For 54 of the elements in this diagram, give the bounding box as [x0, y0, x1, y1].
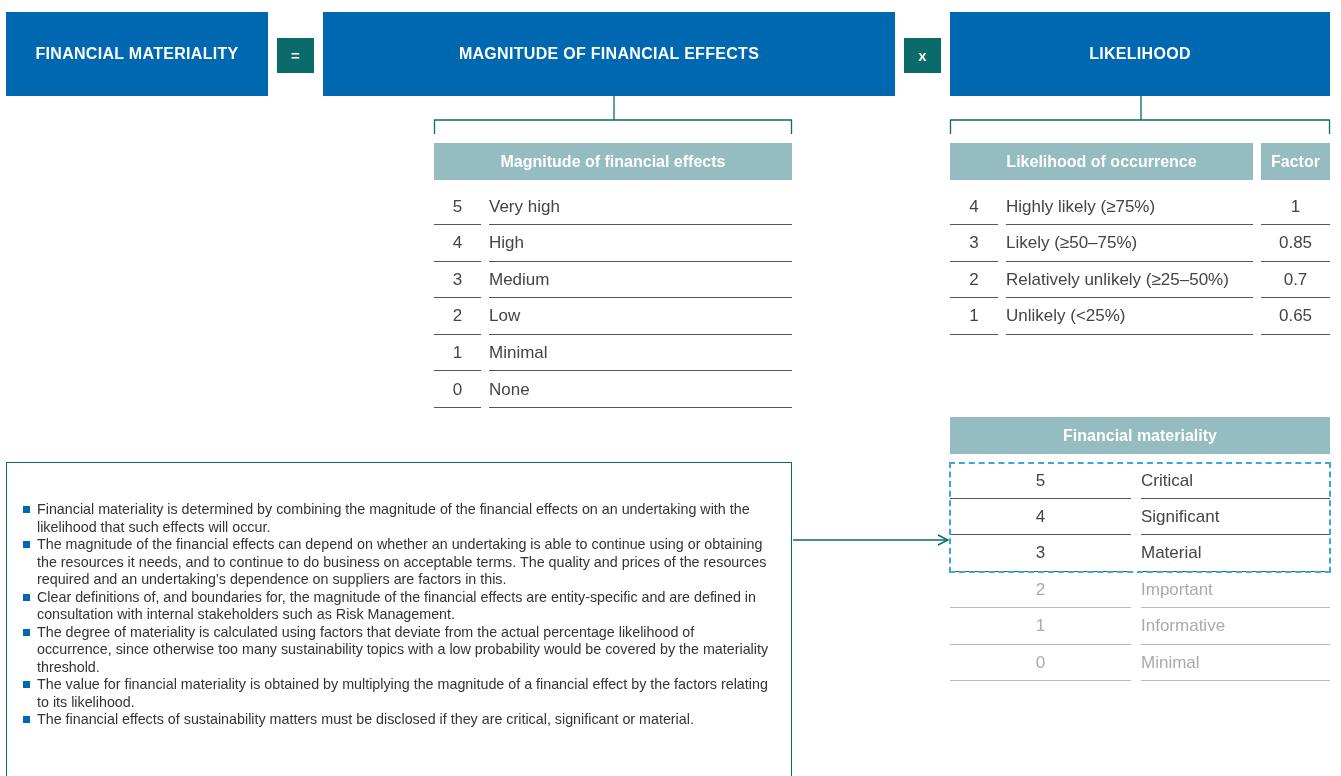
factor-value: 1: [1261, 189, 1330, 225]
row-number: 0: [434, 372, 481, 408]
bullet-point: Financial materiality is determined by combining the magnitude of the financial effects on an undertaking with the likelihood that such effects will occur.: [23, 501, 771, 536]
title-box: LIKELIHOOD: [950, 12, 1330, 96]
operator-box: x: [904, 38, 941, 73]
row-label: None: [489, 372, 792, 408]
row-label: Highly likely (≥75%): [1006, 189, 1253, 225]
row-number: 0: [950, 645, 1131, 681]
row-label: Informative: [1141, 608, 1330, 645]
row-label: Critical: [1141, 463, 1330, 499]
table-header: Likelihood of occurrence: [950, 143, 1253, 180]
row-number: 4: [950, 499, 1131, 536]
arrow: [792, 534, 949, 546]
row-number: 4: [950, 189, 998, 225]
operator-box: =: [277, 38, 314, 73]
row-number: 5: [434, 189, 481, 225]
factor-value: 0.65: [1261, 298, 1330, 335]
text-panel: [6, 462, 792, 776]
row-label: Unlikely (<25%): [1006, 298, 1253, 335]
table-header: Financial materiality: [950, 417, 1330, 454]
row-number: 2: [950, 262, 998, 299]
row-number: 3: [434, 262, 481, 299]
bullet-point: The financial effects of sustainability matters must be disclosed if they are critical, significant or material.: [23, 711, 771, 729]
row-label: Relatively unlikely (≥25–50%): [1006, 262, 1253, 299]
row-label: Significant: [1141, 499, 1330, 536]
bullet-point: Clear definitions of, and boundaries for, the magnitude of the financial effects are entity-specific and are defined in consultation with internal stakeholders such as Risk Management.: [23, 588, 771, 624]
row-number: 1: [950, 608, 1131, 645]
row-label: Likely (≥50–75%): [1006, 225, 1253, 262]
row-number: 1: [434, 335, 481, 372]
row-number: 4: [434, 225, 481, 262]
row-label: Material: [1141, 535, 1330, 572]
row-number: 3: [950, 535, 1131, 572]
factor-value: 0.85: [1261, 225, 1330, 262]
row-label: Very high: [489, 189, 792, 225]
row-number: 1: [950, 298, 998, 335]
row-number: 5: [950, 463, 1131, 499]
bullet-point: The degree of materiality is calculated using factors that deviate from the actual percentage likelihood of occurrence, since otherwise too many sustainability topics with a low probability would be covered by the materiality threshold.: [23, 623, 771, 676]
factor-value: 0.7: [1261, 262, 1330, 299]
row-label: Low: [489, 298, 792, 335]
row-number: 2: [950, 572, 1131, 609]
title-box: MAGNITUDE OF FINANCIAL EFFECTS: [323, 12, 895, 96]
table-header: Magnitude of financial effects: [434, 143, 792, 180]
row-number: 2: [434, 298, 481, 335]
row-label: Minimal: [1141, 645, 1330, 681]
title-box: FINANCIAL MATERIALITY: [6, 12, 268, 96]
row-label: Important: [1141, 572, 1330, 609]
row-label: High: [489, 225, 792, 262]
table-header: Factor: [1261, 143, 1330, 180]
bullet-point: The value for financial materiality is obtained by multiplying the magnitude of a financial effect by the factors relating to its likelihood.: [23, 676, 771, 711]
row-number: 3: [950, 225, 998, 262]
row-label: Minimal: [489, 335, 792, 372]
row-label: Medium: [489, 262, 792, 299]
highlight-frame: [949, 462, 1331, 573]
bullet-point: The magnitude of the financial effects can depend on whether an undertaking is able to continue using or obtaining the resources it needs, and to continue to do business on acceptable terms. The quality and prices of the resources required and an undertaking’s dependence on suppliers are factors in this.: [23, 536, 771, 589]
